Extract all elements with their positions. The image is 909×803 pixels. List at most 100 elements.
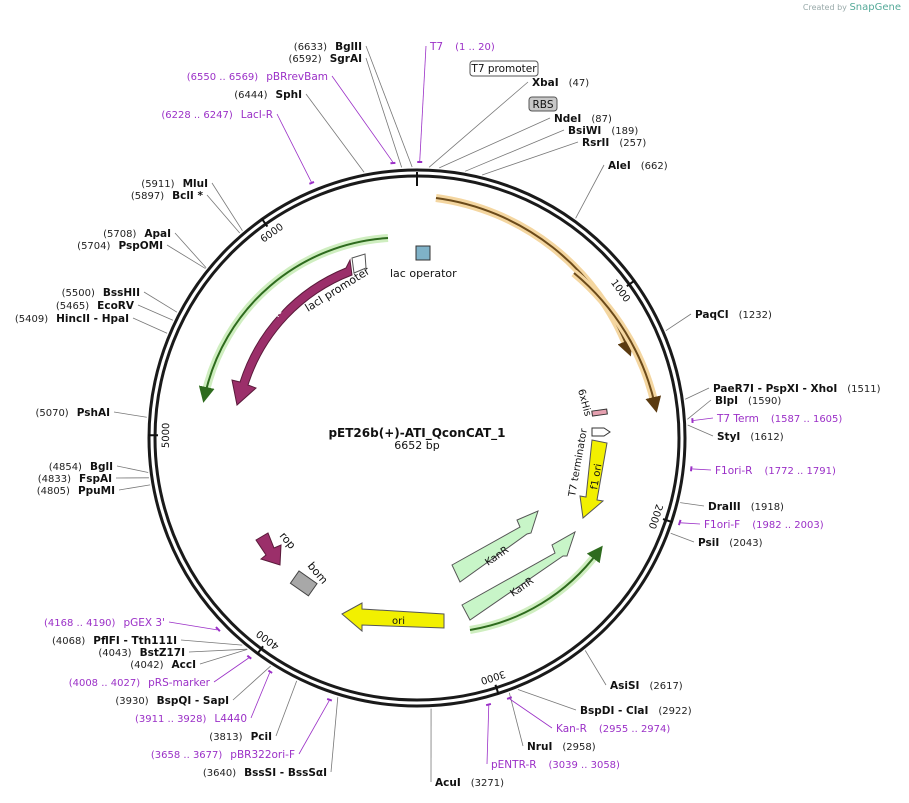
site-name: AccI bbox=[172, 659, 196, 671]
site-label: (6444)SphI bbox=[234, 89, 302, 101]
site-position: (3930) bbox=[115, 696, 148, 707]
leader-4 bbox=[439, 117, 551, 169]
site-label: (4043)BstZ17I bbox=[98, 647, 185, 659]
primer-leader bbox=[509, 698, 553, 729]
site-label: PsiI(2043) bbox=[698, 537, 763, 549]
site-position: (1590) bbox=[748, 396, 781, 407]
primer-mark bbox=[485, 702, 492, 707]
leader-23 bbox=[180, 639, 243, 646]
site-position: (4833) bbox=[38, 474, 71, 485]
primer-range: (2955 .. 2974) bbox=[599, 724, 671, 735]
label-6xhis: 6xHis bbox=[575, 388, 593, 418]
site-name: BsiWI bbox=[568, 125, 601, 137]
site-position: (5465) bbox=[56, 301, 89, 312]
site-position: (189) bbox=[611, 126, 638, 137]
site-name: ApaI bbox=[144, 228, 171, 240]
backbone-outer bbox=[147, 168, 687, 708]
feature-6xhis bbox=[591, 408, 608, 417]
site-position: (47) bbox=[569, 78, 590, 89]
site-name: StyI bbox=[717, 431, 740, 443]
primer-labels: T7(1 .. 20) (6550 .. 6569) pBRrevBam (6228 … bbox=[44, 41, 842, 771]
site-name: BssHII bbox=[103, 287, 140, 299]
primer-range: (1587 .. 1605) bbox=[771, 414, 843, 425]
site-label: (3813)PciI bbox=[209, 731, 272, 743]
site-position: (6592) bbox=[288, 54, 321, 65]
site-position: (4805) bbox=[37, 486, 70, 497]
orf-arc-top-right-line bbox=[435, 197, 633, 357]
site-position: (257) bbox=[619, 138, 646, 149]
site-label: (3930)BspQI - SapI bbox=[115, 695, 229, 707]
site-label: DraIII(1918) bbox=[708, 501, 784, 513]
rbs-label: RBS bbox=[533, 99, 554, 111]
site-name: BglII bbox=[335, 41, 362, 53]
leader-20 bbox=[232, 665, 271, 701]
site-position: (4068) bbox=[52, 636, 85, 647]
feature-f1-ori bbox=[579, 439, 608, 519]
site-name: BglI bbox=[90, 461, 113, 473]
leader-7 bbox=[575, 164, 605, 219]
primer-name: T7 bbox=[429, 41, 443, 53]
site-label: RsrII (257) bbox=[582, 137, 646, 149]
site-position: (1511) bbox=[847, 384, 880, 395]
feature-rop bbox=[255, 532, 282, 566]
tick-1000 bbox=[626, 279, 636, 288]
site-position: (5897) bbox=[131, 191, 164, 202]
primer-leader bbox=[331, 75, 394, 163]
leader-21 bbox=[199, 648, 248, 665]
site-position: (3813) bbox=[209, 732, 242, 743]
site-label: (5465)EcoRV bbox=[56, 300, 135, 312]
site-name: AleI bbox=[608, 160, 631, 172]
site-position: (662) bbox=[641, 161, 668, 172]
leader-24 bbox=[118, 484, 151, 491]
primer-range: (6550 .. 6569) bbox=[187, 72, 259, 83]
primer-leader bbox=[276, 113, 312, 183]
site-name: FspAI bbox=[79, 473, 112, 485]
site-position: (4042) bbox=[130, 660, 163, 671]
site-position: (2043) bbox=[729, 538, 762, 549]
site-name: PpuMI bbox=[78, 485, 115, 497]
tick-4000 bbox=[256, 645, 264, 655]
site-label: (3640)BssSI - BssSαI bbox=[203, 767, 327, 779]
orf-arc-top-right bbox=[435, 194, 632, 351]
primer-name: pBRrevBam bbox=[266, 71, 328, 83]
leader-5 bbox=[464, 129, 565, 172]
site-name: DraIII bbox=[708, 501, 741, 513]
tick-label-3000: 3000 bbox=[479, 668, 507, 686]
site-label: (5897)BclI * bbox=[131, 190, 204, 202]
site-label: PaeR7I - PspXI - XhoI (1511) bbox=[713, 383, 881, 395]
primer-leader bbox=[693, 417, 714, 421]
site-position: (3640) bbox=[203, 768, 236, 779]
credit-created-by: Created by bbox=[802, 3, 847, 12]
leader-6 bbox=[482, 141, 579, 176]
primer-name: F1ori-F bbox=[704, 519, 740, 531]
primer-range: (3658 .. 3677) bbox=[151, 750, 223, 761]
primer-label: (4168 .. 4190)pGEX 3' bbox=[44, 617, 165, 629]
primer-leader bbox=[692, 468, 712, 471]
primer-name: LacI-R bbox=[241, 109, 273, 121]
primer-label: T7(1 .. 20) bbox=[429, 41, 495, 53]
site-name: MluI bbox=[183, 178, 208, 190]
site-label: BspDI - ClaI(2922) bbox=[580, 705, 692, 717]
site-name: SgrAI bbox=[330, 53, 362, 65]
site-label: (5500)BssHII bbox=[62, 287, 140, 299]
orf-arc-right-line bbox=[573, 272, 662, 413]
primer-name: F1ori-R bbox=[715, 465, 752, 477]
feature-bom bbox=[289, 570, 318, 597]
primer-label: (6228 .. 6247)LacI-R bbox=[161, 109, 273, 121]
tick-3000 bbox=[494, 684, 500, 695]
tick-6000 bbox=[260, 217, 269, 228]
site-position: (6633) bbox=[294, 42, 327, 53]
site-label: AsiSI(2617) bbox=[610, 680, 683, 692]
site-name: RsrII bbox=[582, 137, 609, 149]
primer-name: pGEX 3' bbox=[123, 617, 165, 629]
restriction-site-labels: (6633)BglII(6592)SgrAI(6444)SphIXbaI(47)… bbox=[15, 41, 881, 789]
primer-label: F1ori-F(1982 .. 2003) bbox=[704, 519, 824, 531]
primer-name: pENTR-R bbox=[491, 759, 537, 771]
tick-2000 bbox=[662, 518, 673, 524]
primer-label: F1ori-R(1772 .. 1791) bbox=[715, 465, 836, 477]
site-label: (5911)MluI bbox=[141, 178, 208, 190]
site-name: PflFI - Tth111I bbox=[93, 635, 177, 647]
feature-kanr-2 bbox=[461, 530, 576, 621]
site-name: PaeR7I - PspXI - XhoI bbox=[713, 383, 837, 395]
primer-mark bbox=[309, 181, 315, 185]
